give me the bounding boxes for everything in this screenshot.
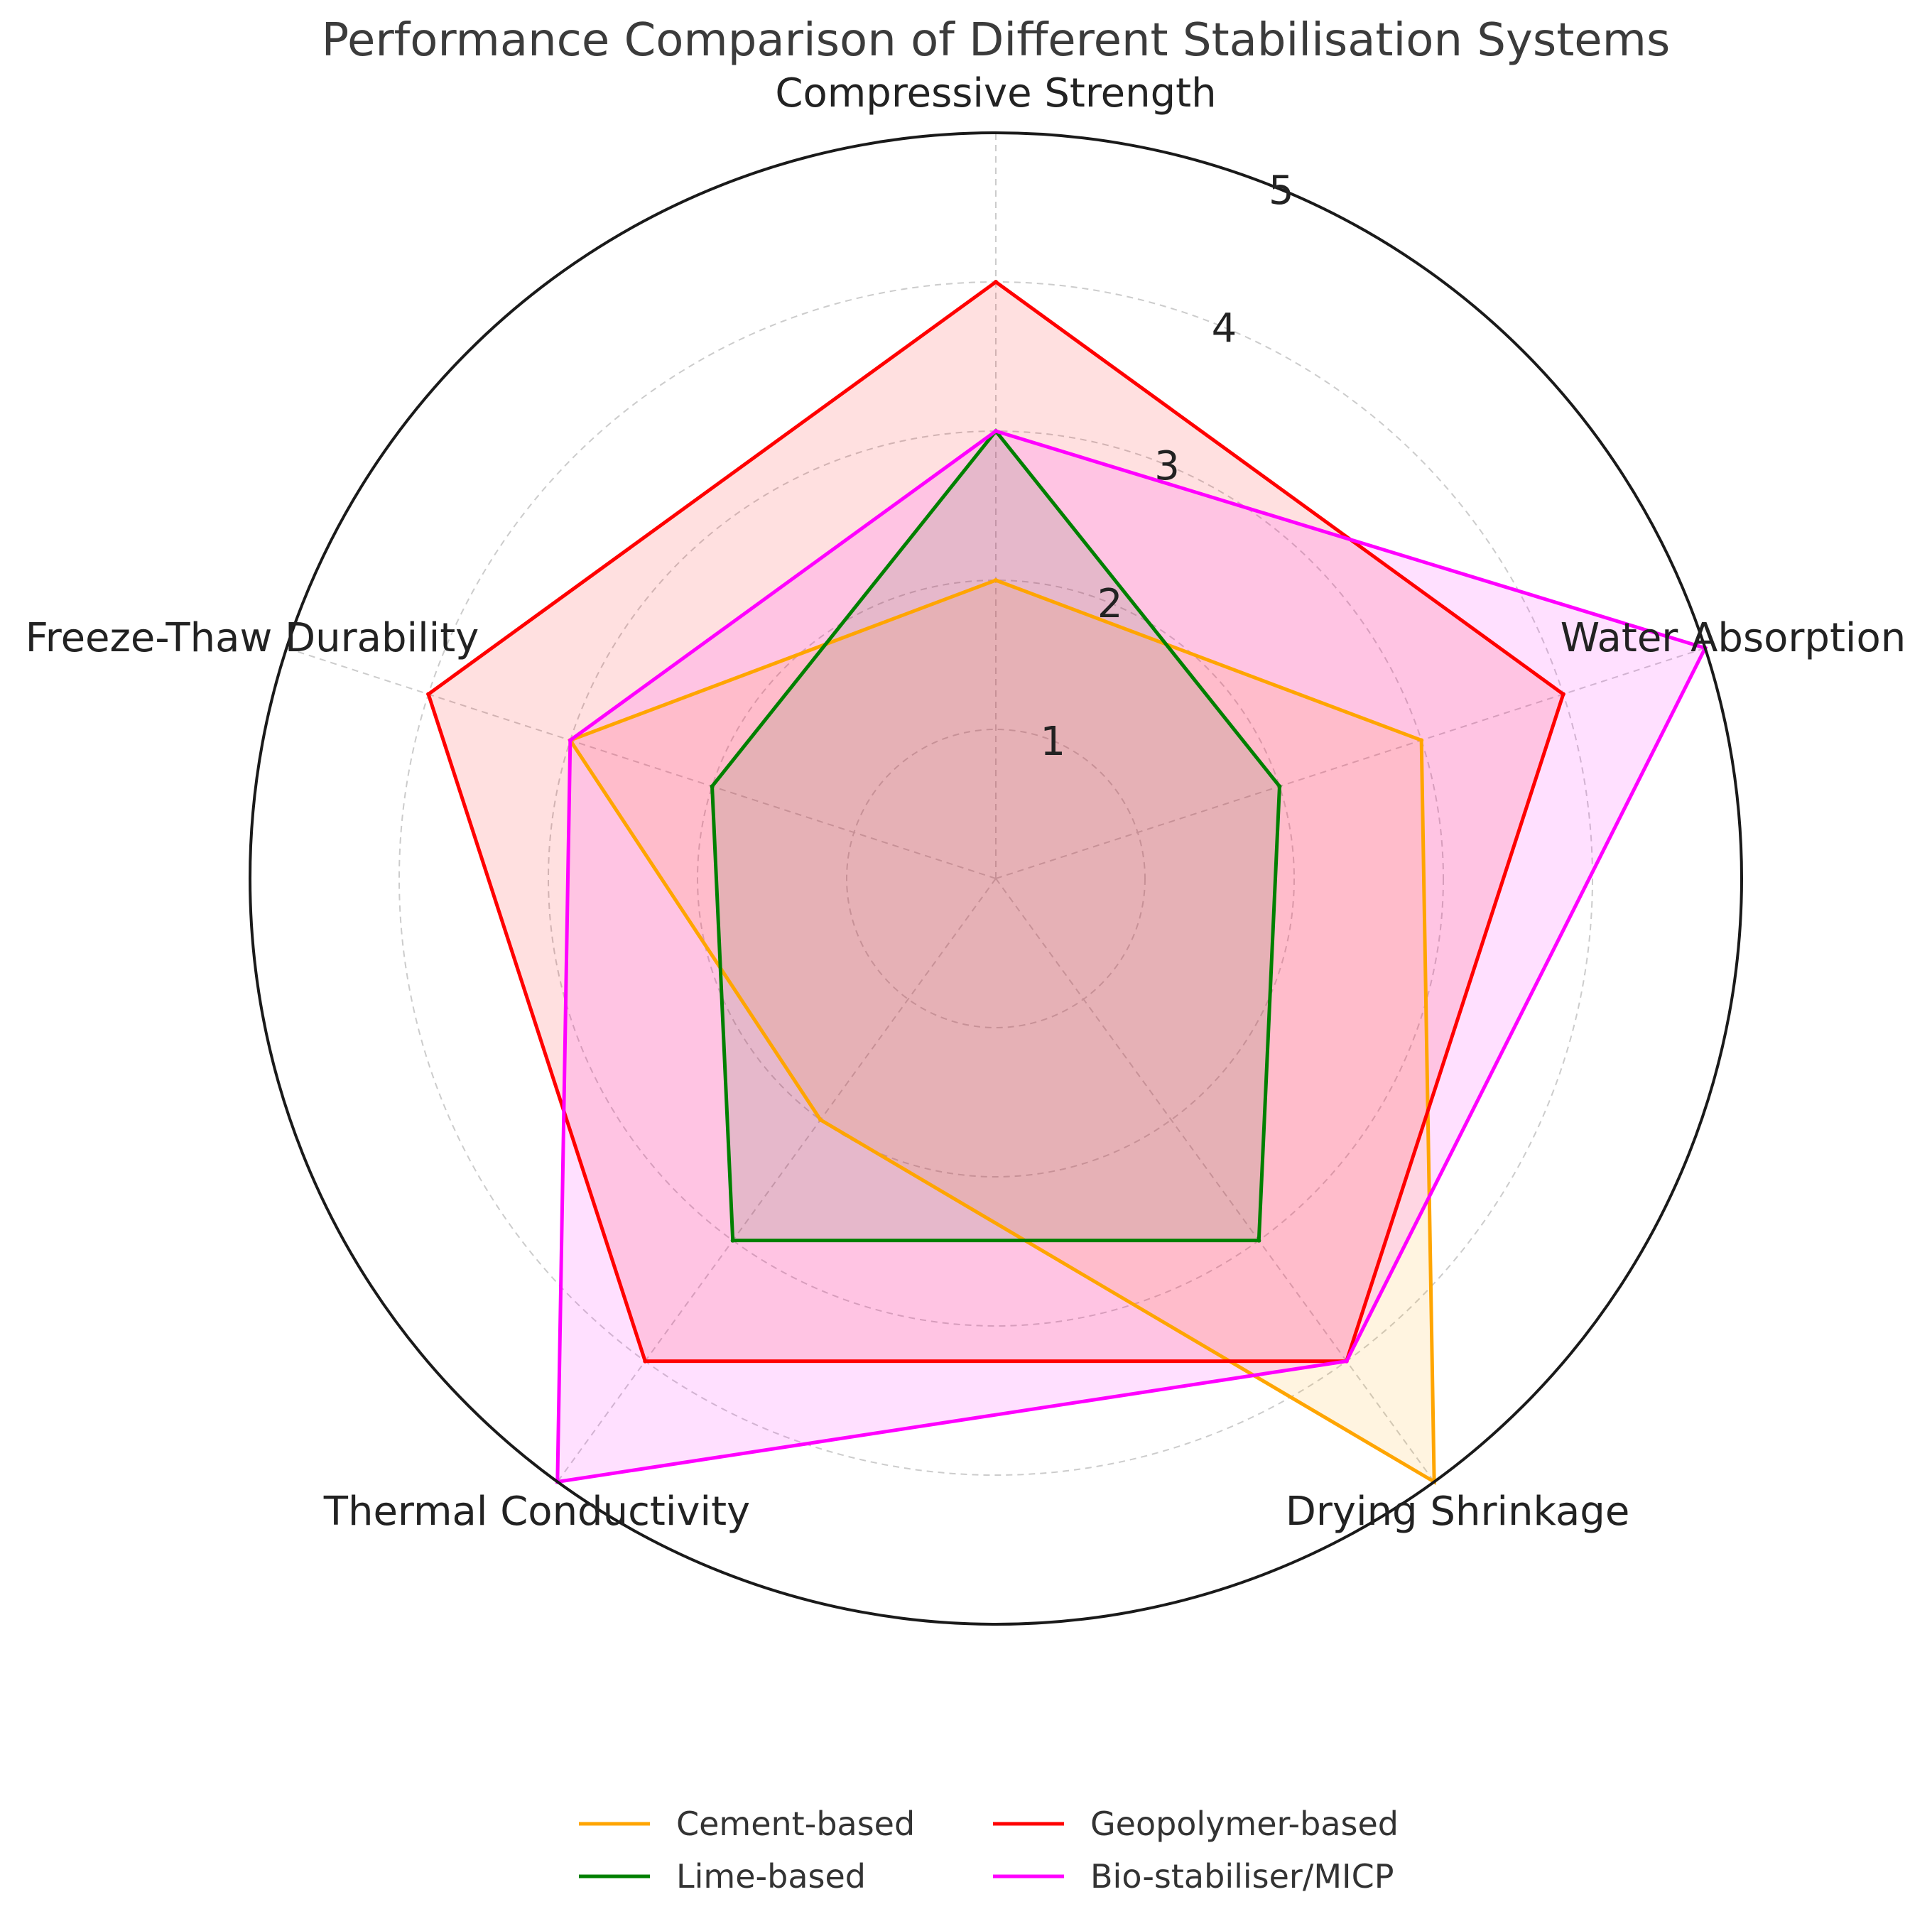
r-tick-label-3: 3 <box>1154 443 1180 489</box>
data-point-geopolymer-based-water-absorption <box>1561 692 1565 697</box>
data-point-geopolymer-based-compressive-strength <box>994 280 998 284</box>
data-point-geopolymer-based-thermal-conductivity <box>643 1359 648 1364</box>
axis-label-water-absorption: Water Absorption <box>1561 615 1906 661</box>
grid-ring-2 <box>697 580 1295 1178</box>
legend-item-lime-based: Lime-based <box>579 1857 866 1896</box>
axis-label-freeze-thaw-durability: Freeze-Thaw Durability <box>26 615 479 661</box>
legend-label-cement-based: Cement-based <box>676 1805 915 1843</box>
data-point-cement-based-thermal-conductivity <box>818 1117 823 1122</box>
data-point-bio-stabiliser-micp-freeze-thaw-durability <box>568 738 572 743</box>
data-point-lime-based-water-absorption <box>1277 784 1282 789</box>
series-line-bio-stabiliser-micp <box>555 429 1708 1484</box>
axis-label-compressive-strength: Compressive Strength <box>775 70 1216 116</box>
series-line-geopolymer-based <box>426 279 1565 1364</box>
r-tick-label-2: 2 <box>1097 581 1123 627</box>
data-point-cement-based-water-absorption <box>1419 738 1424 743</box>
series-fill-cement-based <box>570 580 1435 1482</box>
series-layer <box>426 279 1708 1485</box>
legend-label-bio-stabiliser-micp: Bio-stabiliser/MICP <box>1090 1857 1394 1896</box>
chart-title: Performance Comparison of Different Stab… <box>322 14 1671 67</box>
legend-item-cement-based: Cement-based <box>579 1805 915 1843</box>
data-point-cement-based-compressive-strength <box>994 578 998 582</box>
outer-circle <box>249 131 1743 1626</box>
grid-ring-1 <box>846 729 1146 1028</box>
outer-frame <box>249 131 1743 1626</box>
data-point-lime-based-freeze-thaw-durability <box>710 784 715 789</box>
r-tick-label-5: 5 <box>1269 168 1294 214</box>
axis-label-thermal-conductivity: Thermal Conductivity <box>323 1489 750 1535</box>
series-fill-bio-stabiliser-micp <box>557 431 1705 1482</box>
data-point-lime-based-thermal-conductivity <box>730 1238 735 1243</box>
series-fill-geopolymer-based <box>428 282 1563 1361</box>
r-tick-label-4: 4 <box>1212 305 1237 352</box>
legend-item-bio-stabiliser-micp: Bio-stabiliser/MICP <box>993 1857 1394 1896</box>
legend-item-geopolymer-based: Geopolymer-based <box>993 1805 1399 1843</box>
series-line-cement-based <box>568 578 1436 1485</box>
legend-label-lime-based: Lime-based <box>676 1857 866 1896</box>
legend-label-geopolymer-based: Geopolymer-based <box>1090 1805 1399 1843</box>
r-tick-label-1: 1 <box>1041 719 1066 765</box>
data-point-lime-based-drying-shrinkage <box>1257 1238 1261 1243</box>
data-point-geopolymer-based-freeze-thaw-durability <box>426 692 431 697</box>
data-point-bio-stabiliser-micp-compressive-strength <box>994 429 998 433</box>
data-point-bio-stabiliser-micp-drying-shrinkage <box>1344 1359 1349 1364</box>
axis-label-drying-shrinkage: Drying Shrinkage <box>1286 1489 1630 1535</box>
series-line-lime-based <box>710 428 1281 1243</box>
